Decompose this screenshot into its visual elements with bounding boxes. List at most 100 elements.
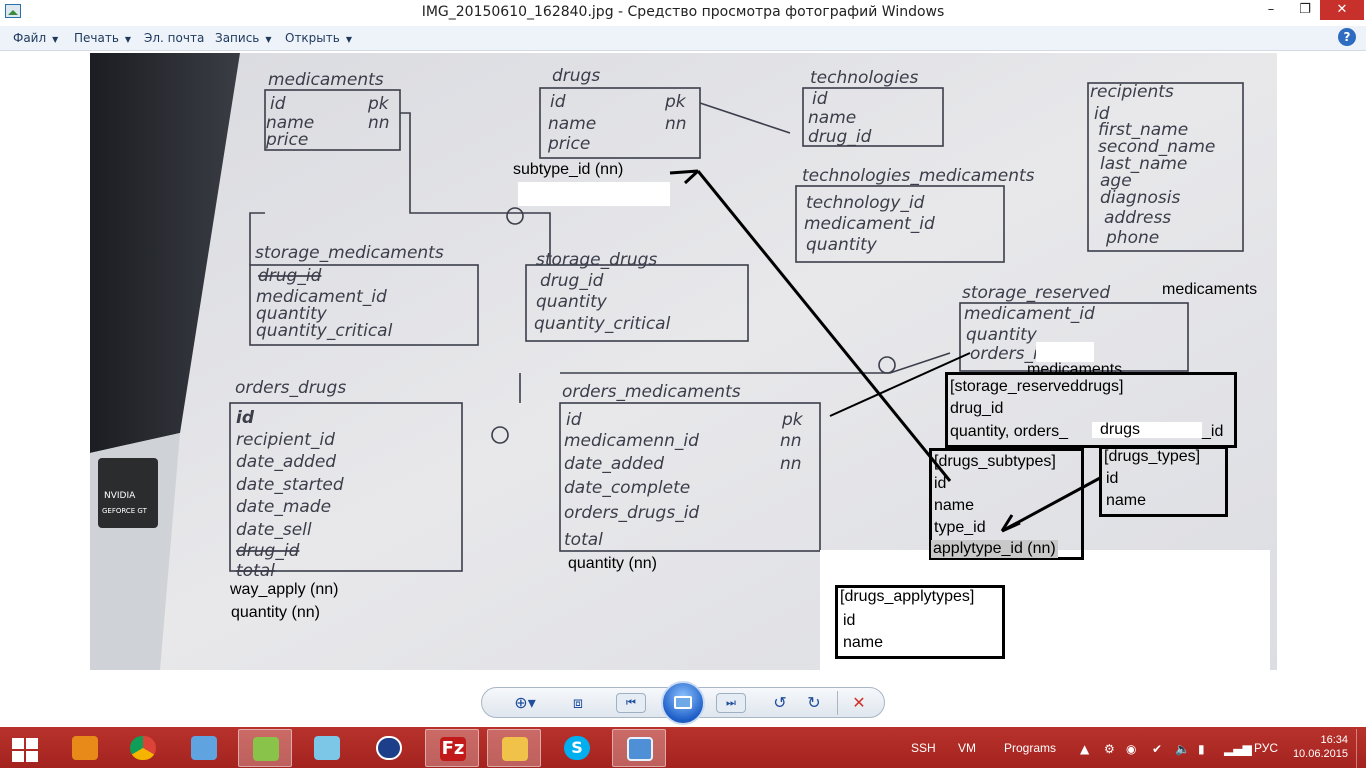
taskbar-app[interactable] <box>612 729 666 767</box>
hw-rec-f0: id <box>1094 104 1110 124</box>
network-tray-icon[interactable]: ⚙ <box>1104 742 1115 756</box>
typed-srd-f2: drugs <box>1100 421 1141 438</box>
menu-print-label: Печать <box>74 31 119 45</box>
medicaments-table <box>264 89 401 151</box>
hw-storagemed-f2: quantity <box>256 304 328 324</box>
hw-storagedrugs-f1: quantity <box>536 292 608 312</box>
hw-storagemed-f0: drug_id <box>258 266 322 286</box>
taskbar-app[interactable] <box>300 729 354 767</box>
fit-icon[interactable]: ⧈ <box>572 693 584 712</box>
menu-email[interactable]: Эл. почта <box>144 31 204 45</box>
menu-open[interactable]: Открыть▼ <box>285 31 352 45</box>
zoom-icon[interactable]: ⊕▾ <box>514 693 536 712</box>
security-icon[interactable]: ✔ <box>1152 742 1163 756</box>
taskbar-app[interactable]: Fz <box>425 729 479 767</box>
battery-icon[interactable]: ▮ <box>1198 742 1205 756</box>
show-desktop-button[interactable] <box>1356 729 1366 768</box>
taskbar-app[interactable] <box>116 729 170 767</box>
typed-srd-f3: _id <box>1202 423 1224 440</box>
clock[interactable]: 16:34 10.06.2015 <box>1292 733 1348 761</box>
hw-medicaments-f2: price <box>265 130 308 150</box>
typed-applytypes-f0: id <box>843 612 856 629</box>
white-panel <box>820 550 1270 684</box>
menu-file[interactable]: Файл▼ <box>13 31 58 45</box>
hw-ordersdrugs-title: orders_drugs <box>235 378 346 398</box>
chevron-down-icon: ▼ <box>52 35 59 44</box>
prev-icon: ⏮ <box>626 696 636 709</box>
junction-circle <box>506 207 524 225</box>
drugs-table <box>539 87 701 159</box>
hw-storagedrugs-title: storage_drugs <box>536 250 657 270</box>
typed-orders-med-quantity: quantity (nn) <box>568 555 657 572</box>
signal-icon[interactable]: ▂▄▆ <box>1224 742 1252 756</box>
start-button[interactable] <box>10 736 40 762</box>
tray-ssh[interactable]: SSH <box>911 741 936 755</box>
filezilla-icon: Fz <box>440 737 466 761</box>
menu-burn-label: Запись <box>215 31 260 45</box>
hw-drugs-f2: price <box>547 134 590 154</box>
slideshow-button[interactable] <box>661 681 705 725</box>
nvidia-sticker <box>98 458 158 528</box>
typed-orders-drugs-quantity: quantity (nn) <box>231 604 320 621</box>
toolbar-divider <box>837 691 838 715</box>
hw-drugs-f1: name <box>548 114 596 134</box>
taskbar-app[interactable]: S <box>550 729 604 767</box>
hw-ordersdrugs-f4: date_made <box>236 497 331 517</box>
hw-storagemed-title: storage_medicaments <box>255 243 444 263</box>
explorer-icon <box>502 737 528 761</box>
hw-ordersdrugs-f0: id <box>236 408 255 428</box>
tray-programs[interactable]: Programs <box>1004 741 1057 755</box>
next-button[interactable]: ⏭ <box>716 693 746 713</box>
rotate-ccw-icon[interactable]: ↺ <box>773 693 787 712</box>
junction-circle <box>878 356 896 374</box>
minimize-button[interactable]: – <box>1267 2 1275 17</box>
hw-medicaments-flag0: pk <box>367 94 390 114</box>
title-bar: IMG_20150610_162840.jpg - Средство просм… <box>0 0 1366 24</box>
taskbar-app[interactable] <box>58 729 112 767</box>
arrow-to-subtype <box>696 170 952 482</box>
taskbar-app[interactable] <box>177 729 231 767</box>
link-lines <box>249 112 551 265</box>
clock-date: 10.06.2015 <box>1292 748 1348 760</box>
white-patch <box>1092 422 1202 438</box>
menu-open-label: Открыть <box>285 31 340 45</box>
hw-storagereserved-f1: quantity <box>966 325 1038 345</box>
taskbar-app[interactable] <box>362 729 416 767</box>
tray-vm[interactable]: VM <box>958 741 976 755</box>
recipients-table <box>1087 82 1244 252</box>
hw-ordersmed-title: orders_medicaments <box>562 382 741 402</box>
box-drugs-applytypes <box>835 585 1005 659</box>
volume-icon[interactable]: 🔈 <box>1175 742 1190 756</box>
typed-applytypes-title: [drugs_applytypes] <box>840 588 975 605</box>
language-indicator[interactable]: РУС <box>1254 741 1279 755</box>
typed-types-f1: name <box>1106 492 1147 509</box>
hw-storagemed-f1: medicament_id <box>256 287 387 307</box>
help-button[interactable]: ? <box>1338 28 1356 46</box>
keepass-icon <box>376 736 402 760</box>
typed-srd-f1: quantity, orders_ <box>950 423 1068 440</box>
menu-burn[interactable]: Запись▼ <box>215 31 272 45</box>
steam-icon[interactable]: ◉ <box>1126 742 1137 756</box>
hw-drugs-flag0: pk <box>664 92 687 112</box>
storage-drugs-table <box>525 264 749 342</box>
window-title: IMG_20150610_162840.jpg - Средство просм… <box>421 4 945 20</box>
rotate-cw-icon[interactable]: ↻ <box>807 693 821 712</box>
taskbar-app[interactable] <box>238 729 292 767</box>
hw-tech-f2: drug_id <box>808 127 872 147</box>
menu-bar: Файл▼ Печать▼ Эл. почта Запись▼ Открыть▼… <box>0 26 1366 51</box>
hw-medicaments-f0: id <box>270 94 286 114</box>
close-button[interactable]: ✕ <box>1320 0 1364 20</box>
maximize-button[interactable]: ❐ <box>1299 2 1311 17</box>
show-hidden-icons-icon[interactable]: ▲ <box>1080 742 1090 756</box>
photo-viewer-icon <box>627 737 653 761</box>
typed-srd-f0: drug_id <box>950 400 1004 417</box>
white-patch <box>518 182 670 206</box>
typed-types-f0: id <box>1106 470 1119 487</box>
orders-med-table <box>559 402 821 552</box>
prev-button[interactable]: ⏮ <box>616 693 646 713</box>
hw-techmed-f0: technology_id <box>806 193 925 213</box>
delete-icon[interactable]: ✕ <box>852 693 866 712</box>
taskbar-app[interactable] <box>487 729 541 767</box>
hw-drugs-title: drugs <box>552 66 600 86</box>
menu-print[interactable]: Печать▼ <box>74 31 131 45</box>
